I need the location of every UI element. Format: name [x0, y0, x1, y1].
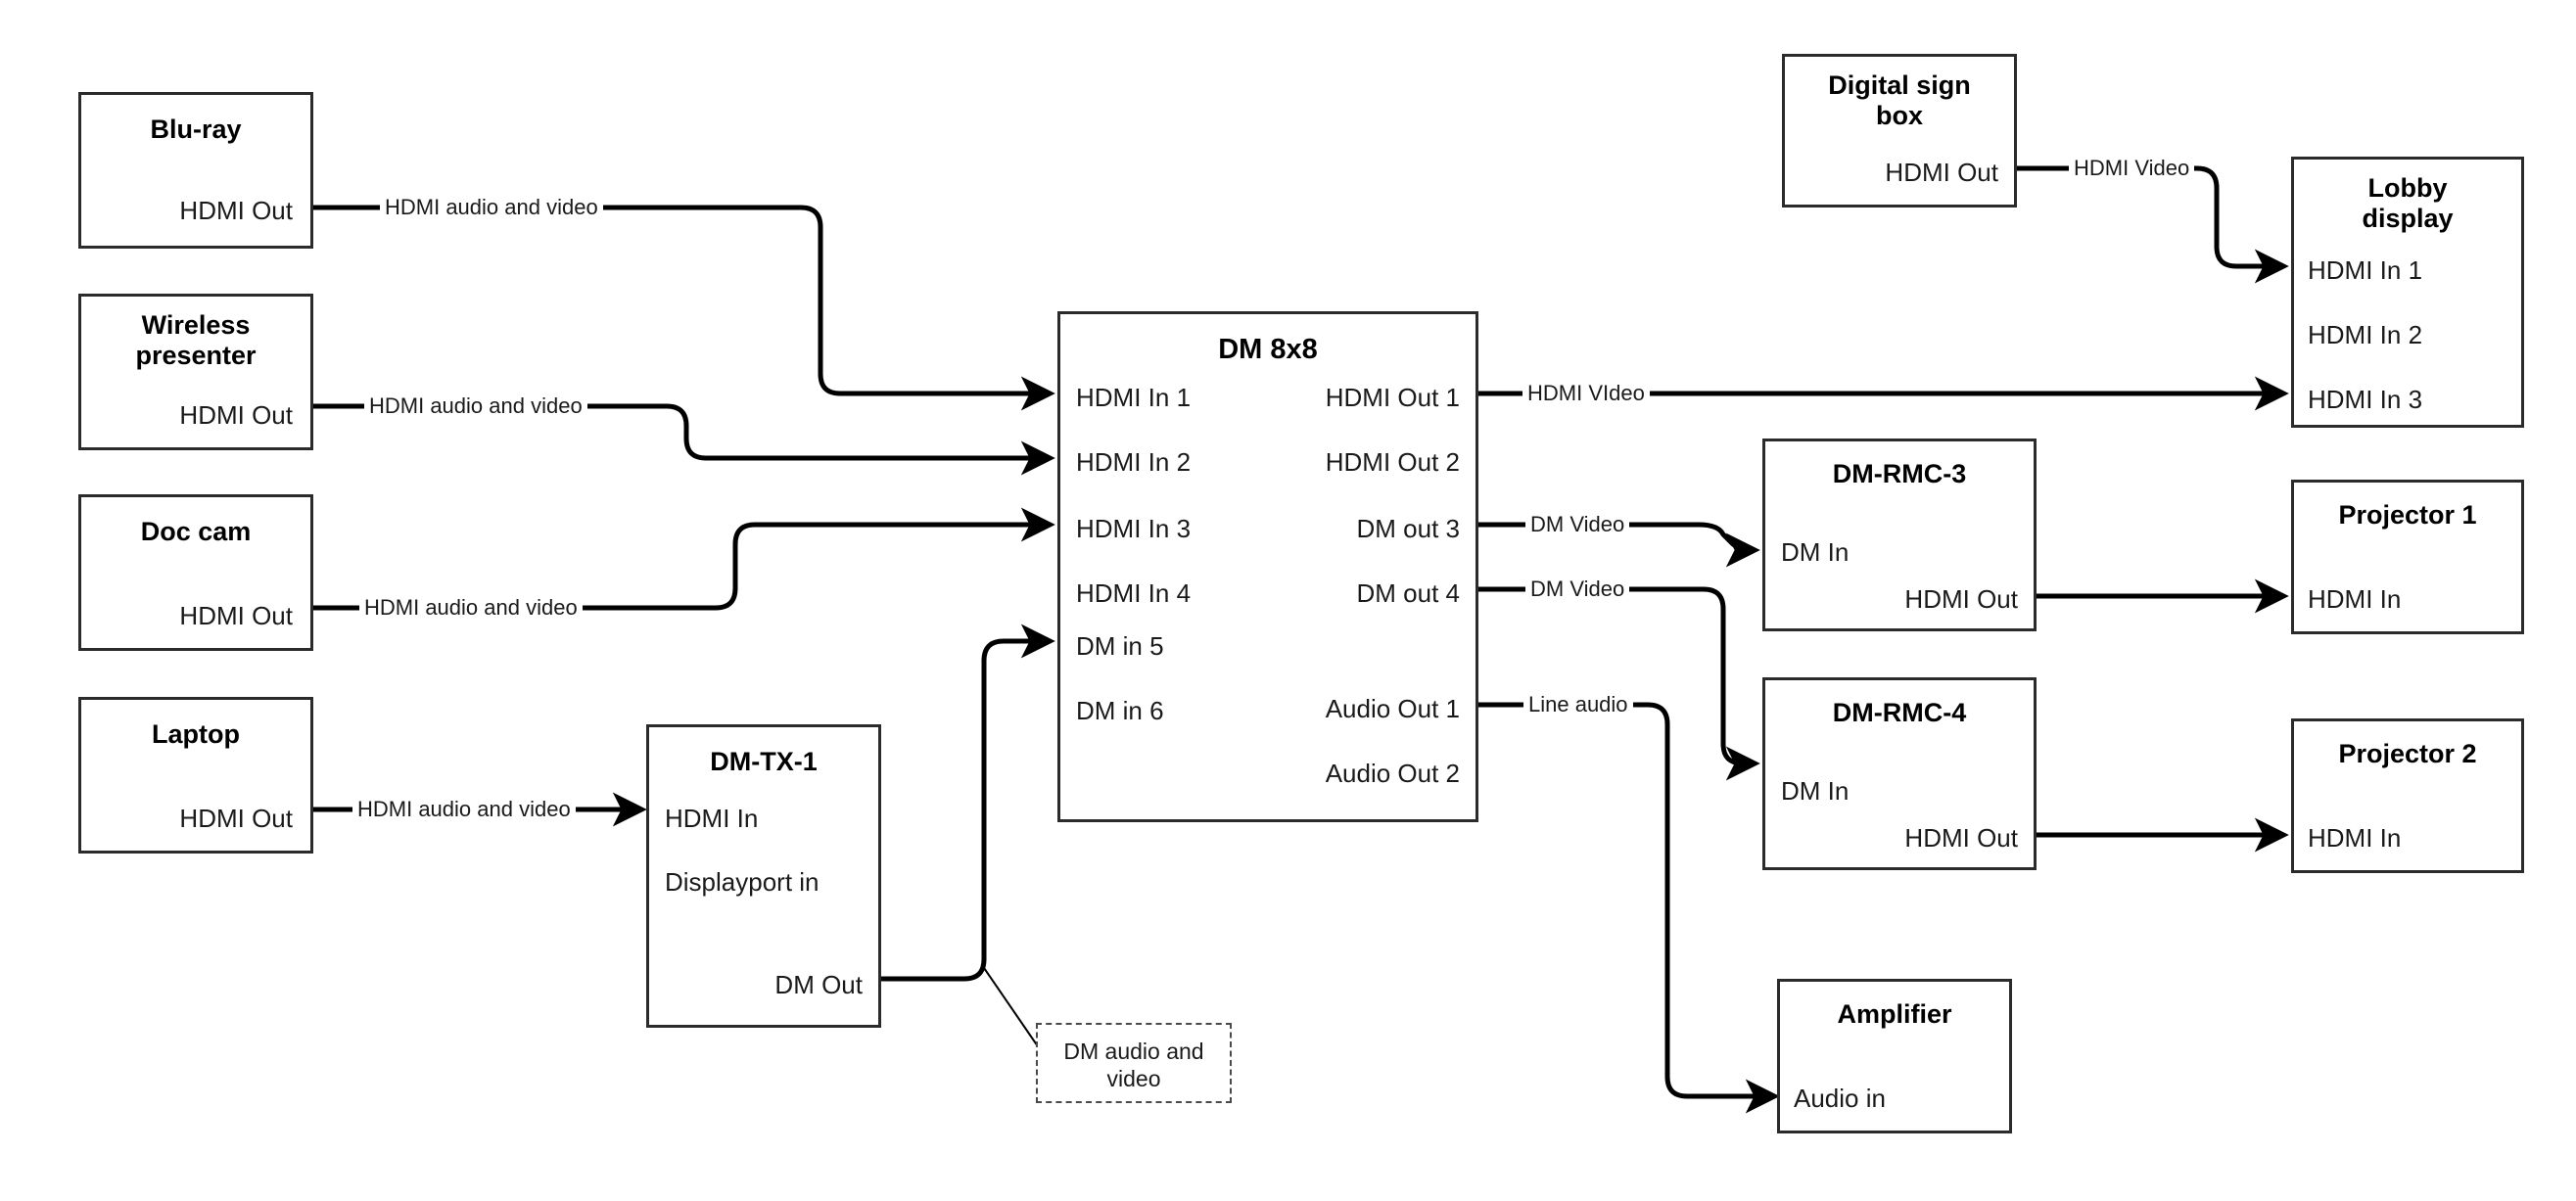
- node-dm-8x8-title: DM 8x8: [1218, 334, 1318, 365]
- node-projector-2[interactable]: Projector 2 HDMI In: [2291, 718, 2524, 873]
- edge-label-doccam: HDMI audio and video: [359, 597, 583, 619]
- edge-label-hdmi-video-out1: HDMI VIdeo: [1522, 383, 1650, 404]
- wire-dmtx-to-dm8x8: [881, 624, 1055, 982]
- node-amplifier[interactable]: Amplifier Audio in: [1777, 979, 2012, 1133]
- node-doc-cam-port-hdmi-out[interactable]: HDMI Out: [179, 601, 293, 630]
- wire-doccam-to-dm8x8: [313, 507, 1055, 611]
- wire-dm8x8-audio1-to-amp: [1478, 702, 1780, 1114]
- node-wireless-presenter[interactable]: Wireless presenter HDMI Out: [78, 294, 313, 450]
- node-laptop-title: Laptop: [152, 719, 240, 749]
- node-dm-rmc-4-port-dm-in[interactable]: DM In: [1781, 776, 1850, 806]
- node-dm-tx-1-port-dm-out[interactable]: DM Out: [774, 970, 863, 999]
- node-doc-cam-title: Doc cam: [140, 517, 252, 546]
- node-laptop[interactable]: Laptop HDMI Out: [78, 697, 313, 854]
- node-digital-sign-box-port-hdmi-out[interactable]: HDMI Out: [1885, 158, 1998, 187]
- node-dm-tx-1[interactable]: DM-TX-1 HDMI In Displayport in DM Out: [646, 724, 881, 1028]
- edge-label-line-audio: Line audio: [1523, 694, 1633, 716]
- node-dm-8x8-port-audio-out-2[interactable]: Audio Out 2: [1325, 759, 1460, 788]
- edge-label-laptop: HDMI audio and video: [352, 799, 576, 820]
- node-projector-2-title: Projector 2: [2338, 739, 2477, 768]
- node-dm-tx-1-port-hdmi-in[interactable]: HDMI In: [665, 804, 759, 833]
- node-dm-rmc-3-port-dm-in[interactable]: DM In: [1781, 537, 1850, 567]
- node-digital-sign-box-title-line2: box: [1875, 101, 1923, 130]
- node-dm-8x8-port-hdmi-out-1[interactable]: HDMI Out 1: [1325, 383, 1460, 412]
- edge-label-dm-video-3: DM Video: [1525, 514, 1630, 535]
- note-text-line2: video: [1106, 1066, 1161, 1091]
- leader-line-note: [981, 964, 1041, 1050]
- node-wireless-presenter-port-hdmi-out[interactable]: HDMI Out: [179, 400, 293, 430]
- node-dm-8x8-port-dm-out-3[interactable]: DM out 3: [1356, 514, 1461, 543]
- node-dm-8x8-port-hdmi-in-1[interactable]: HDMI In 1: [1076, 383, 1192, 412]
- node-projector-1-port-hdmi-in[interactable]: HDMI In: [2308, 584, 2402, 614]
- node-doc-cam[interactable]: Doc cam HDMI Out: [78, 494, 313, 651]
- node-lobby-display-port-hdmi-in-3[interactable]: HDMI In 3: [2308, 385, 2423, 414]
- node-dm-8x8-port-dm-in-6[interactable]: DM in 6: [1076, 696, 1164, 725]
- node-amplifier-title: Amplifier: [1837, 999, 1952, 1029]
- node-dm-rmc-4-port-hdmi-out[interactable]: HDMI Out: [1904, 823, 2018, 853]
- node-lobby-display-title-line1: Lobby: [2367, 173, 2448, 203]
- node-dm-8x8-port-hdmi-in-4[interactable]: HDMI In 4: [1076, 578, 1192, 608]
- node-lobby-display-port-hdmi-in-2[interactable]: HDMI In 2: [2308, 320, 2423, 349]
- node-bluray-title: Blu-ray: [150, 115, 242, 144]
- node-projector-2-port-hdmi-in[interactable]: HDMI In: [2308, 823, 2402, 853]
- edge-label-wireless: HDMI audio and video: [364, 395, 587, 417]
- edge-label-bluray: HDMI audio and video: [380, 197, 603, 218]
- wire-wireless-to-dm8x8: [313, 403, 1055, 476]
- node-lobby-display-title-line2: display: [2362, 204, 2454, 233]
- node-laptop-port-hdmi-out[interactable]: HDMI Out: [179, 804, 293, 833]
- node-dm-8x8-port-hdmi-in-2[interactable]: HDMI In 2: [1076, 447, 1192, 477]
- node-dm-rmc-3-title: DM-RMC-3: [1832, 459, 1967, 488]
- edge-label-sign: HDMI Video: [2069, 158, 2195, 179]
- node-bluray[interactable]: Blu-ray HDMI Out: [78, 92, 313, 249]
- node-projector-1-title: Projector 1: [2338, 500, 2477, 530]
- node-digital-sign-box[interactable]: Digital sign box HDMI Out: [1782, 54, 2017, 208]
- wire-dm8x8-out4-to-rmc4: [1478, 586, 1760, 781]
- node-dm-8x8-port-audio-out-1[interactable]: Audio Out 1: [1325, 694, 1460, 723]
- node-digital-sign-box-title-line1: Digital sign: [1828, 70, 1971, 100]
- node-projector-1[interactable]: Projector 1 HDMI In: [2291, 480, 2524, 634]
- node-dm-rmc-4-title: DM-RMC-4: [1832, 698, 1967, 727]
- wire-bluray-to-dm8x8: [313, 205, 1055, 411]
- node-dm-tx-1-port-displayport-in[interactable]: Displayport in: [665, 867, 820, 897]
- node-dm-tx-1-title: DM-TX-1: [710, 747, 818, 776]
- node-dm-rmc-4[interactable]: DM-RMC-4 DM In HDMI Out: [1762, 677, 2037, 870]
- node-wireless-presenter-title-line2: presenter: [135, 341, 257, 370]
- node-dm-rmc-3-port-hdmi-out[interactable]: HDMI Out: [1904, 584, 2018, 614]
- edge-label-dm-video-4: DM Video: [1525, 578, 1630, 600]
- note-text-line1: DM audio and: [1063, 1039, 1204, 1064]
- node-lobby-display[interactable]: Lobby display HDMI In 1 HDMI In 2 HDMI I…: [2291, 157, 2524, 428]
- node-amplifier-port-audio-in[interactable]: Audio in: [1794, 1084, 1886, 1113]
- wire-dm8x8-out3-to-rmc3: [1478, 522, 1760, 568]
- wire-sign-to-lobby: [2017, 165, 2289, 284]
- node-lobby-display-port-hdmi-in-1[interactable]: HDMI In 1: [2308, 255, 2423, 285]
- node-dm-8x8-port-dm-out-4[interactable]: DM out 4: [1356, 578, 1461, 608]
- node-dm-8x8-port-hdmi-out-2[interactable]: HDMI Out 2: [1325, 447, 1460, 477]
- node-dm-8x8-port-dm-in-5[interactable]: DM in 5: [1076, 631, 1164, 661]
- node-wireless-presenter-title-line1: Wireless: [141, 310, 251, 340]
- node-dm-8x8-port-hdmi-in-3[interactable]: HDMI In 3: [1076, 514, 1192, 543]
- note-dm-audio-and-video: DM audio and video: [1036, 1023, 1232, 1103]
- node-dm-rmc-3[interactable]: DM-RMC-3 DM In HDMI Out: [1762, 439, 2037, 631]
- node-dm-8x8[interactable]: DM 8x8 HDMI In 1 HDMI In 2 HDMI In 3 HDM…: [1057, 311, 1478, 822]
- node-bluray-port-hdmi-out[interactable]: HDMI Out: [179, 196, 293, 225]
